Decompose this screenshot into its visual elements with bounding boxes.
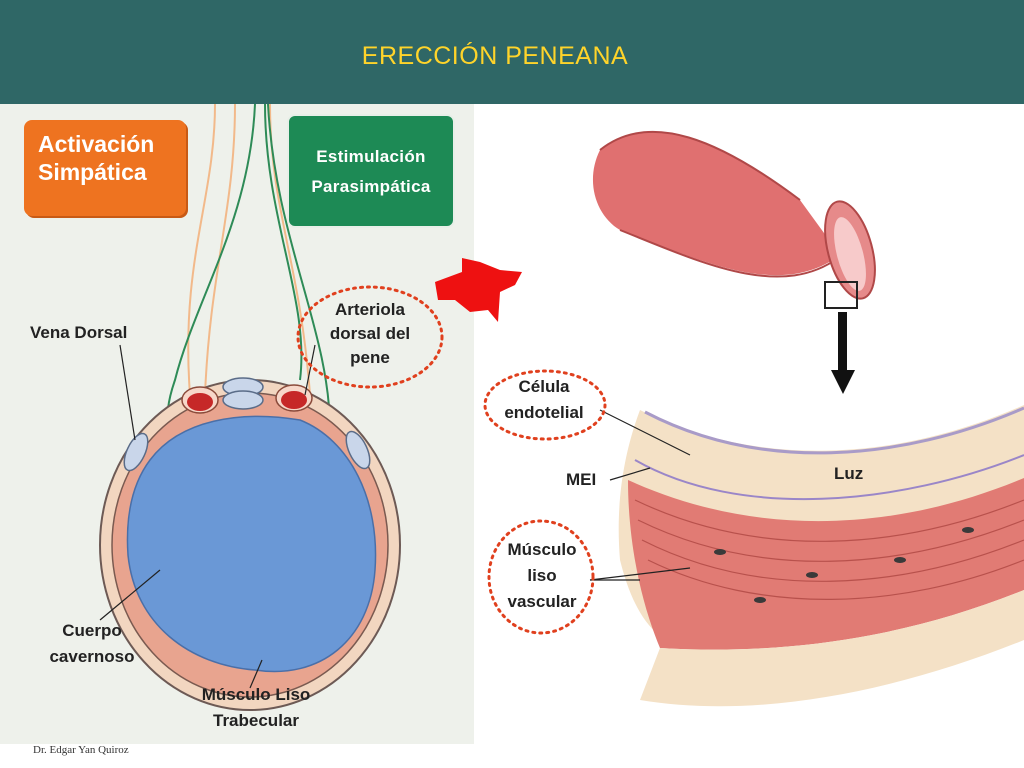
label-arteriola-line3: pene bbox=[350, 348, 390, 367]
leader-lines bbox=[99, 344, 316, 689]
label-celula-line2: endotelial bbox=[504, 403, 584, 422]
label-musculo-line3: vascular bbox=[507, 592, 577, 611]
label-arteriola-line1: Arteriola bbox=[335, 300, 405, 319]
parasympathetic-stimulation-box: Estimulación Parasimpática bbox=[287, 114, 455, 228]
label-luz: Luz bbox=[834, 464, 864, 483]
dorsal-vessels bbox=[123, 377, 371, 472]
label-mei: MEI bbox=[566, 470, 597, 489]
label-arteriola-line2: dorsal del bbox=[329, 324, 411, 343]
label-musculo-trabecular-line2: Trabecular bbox=[213, 711, 299, 730]
cavernous-body bbox=[126, 415, 377, 673]
label-musculo-line1: Músculo bbox=[507, 540, 577, 559]
sympathetic-line2: Simpática bbox=[38, 159, 147, 185]
label-musculo-trabecular-line1: Músculo Liso bbox=[201, 685, 311, 704]
cross-section-diagram bbox=[99, 103, 444, 711]
label-vena-dorsal: Vena Dorsal bbox=[30, 323, 128, 342]
musculo-highlight bbox=[487, 519, 595, 635]
arteriola-highlight bbox=[296, 285, 444, 389]
zoom-region-box bbox=[824, 281, 858, 309]
vessel-wall-section bbox=[618, 405, 1024, 707]
parasympathetic-line2: Parasimpática bbox=[311, 177, 431, 196]
label-cuerpo-line1: Cuerpo bbox=[62, 621, 122, 640]
label-arteriola: Arteriola dorsal del pene bbox=[318, 298, 422, 370]
label-celula-endotelial: Célula endotelial bbox=[488, 374, 600, 426]
sympathetic-activation-box: Activación Simpática bbox=[24, 120, 186, 216]
red-arrow-icon bbox=[435, 258, 522, 322]
header-bar bbox=[0, 0, 1024, 104]
label-musculo-trabecular: Músculo Liso Trabecular bbox=[186, 682, 326, 734]
label-cuerpo-line2: cavernoso bbox=[49, 647, 135, 666]
blood-vessel-tube bbox=[592, 130, 876, 309]
parasympathetic-line1: Estimulación bbox=[316, 147, 426, 166]
down-arrow-icon bbox=[831, 312, 855, 394]
label-musculo-line2: liso bbox=[527, 566, 557, 585]
page-title: ERECCIÓN PENEANA bbox=[361, 42, 629, 70]
right-leader-lines bbox=[589, 409, 691, 581]
sympathetic-line1: Activación bbox=[38, 131, 155, 157]
label-cuerpo-cavernoso: Cuerpo cavernoso bbox=[36, 618, 148, 670]
celula-highlight bbox=[483, 369, 607, 441]
label-celula-line1: Célula bbox=[518, 377, 570, 396]
label-musculo-liso-vascular: Músculo liso vascular bbox=[491, 537, 593, 615]
author-credit: Dr. Edgar Yan Quiroz bbox=[33, 744, 129, 756]
